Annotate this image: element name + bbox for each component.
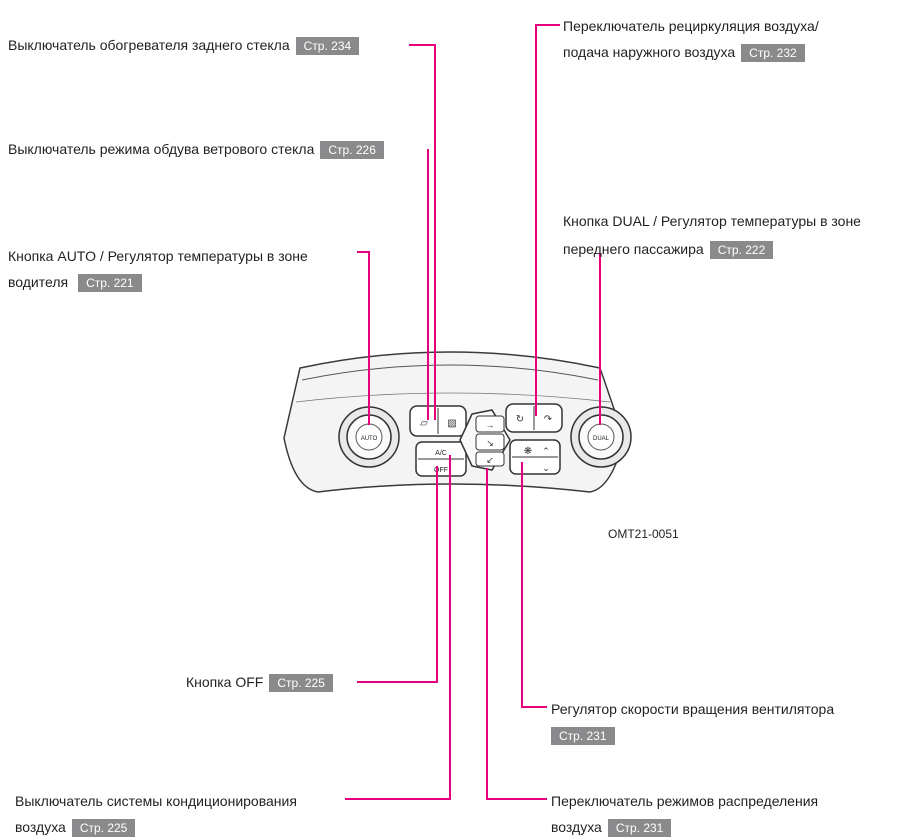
defrost-button-pair: ▱ ▧ — [409, 405, 467, 437]
leader-air-distribution — [486, 468, 547, 800]
callout-off-button-text: Кнопка OFF — [186, 674, 264, 690]
callout-recirculation-line1: Переключатель рециркуляция воздуха/ — [563, 18, 819, 34]
svg-text:↙: ↙ — [486, 455, 494, 465]
svg-text:AUTO: AUTO — [361, 436, 378, 442]
callout-auto-driver-line2: водителя — [8, 274, 69, 290]
leader-recirculation — [535, 24, 560, 416]
page-ref-badge[interactable]: Стр. 231 — [607, 819, 672, 838]
callout-windshield: Выключатель режима обдува ветрового стек… — [8, 139, 384, 160]
page-ref-badge[interactable]: Стр. 226 — [320, 141, 384, 160]
callout-air-distribution-line2: воздуха — [551, 819, 602, 835]
callout-rear-defrost-text: Выключатель обогревателя заднего стекла — [8, 37, 290, 53]
callout-ac-system-line1: Выключатель системы кондиционирования — [15, 793, 297, 809]
svg-text:▧: ▧ — [447, 418, 456, 429]
ac-off-button-pair: A/C OFF — [415, 441, 467, 477]
page-ref-badge[interactable]: Стр. 225 — [71, 819, 136, 838]
callout-ac-system-line2: воздуха — [15, 819, 66, 835]
page-ref-badge[interactable]: Стр. 232 — [741, 44, 805, 63]
callout-air-distribution: Переключатель режимов распределения возд… — [551, 788, 818, 840]
callout-dual-passenger-line1: Кнопка DUAL / Регулятор температуры в зо… — [563, 213, 861, 229]
leader-ac — [345, 455, 451, 800]
svg-text:DUAL: DUAL — [593, 436, 610, 442]
svg-text:⌃: ⌃ — [542, 446, 550, 456]
recirculation-button-pair: ↻ ↷ — [505, 403, 563, 433]
leader-off — [357, 466, 438, 683]
svg-text:→: → — [486, 420, 495, 430]
callout-fan-speed-text: Регулятор скорости вращения вентилятора — [551, 701, 835, 717]
callout-auto-driver: Кнопка AUTO / Регулятор температуры в зо… — [8, 243, 308, 295]
svg-text:↻: ↻ — [516, 414, 524, 425]
callout-recirculation-line2: подача наружного воздуха — [563, 44, 736, 60]
callout-windshield-text: Выключатель режима обдува ветрового стек… — [8, 141, 315, 157]
leader-auto — [357, 251, 370, 425]
page-ref-badge[interactable]: Стр. 225 — [269, 674, 333, 693]
callout-dual-passenger-line2: переднего пассажира — [563, 241, 704, 257]
leader-fan — [521, 462, 547, 708]
callout-off-button: Кнопка OFF Стр. 225 — [186, 672, 333, 693]
leader-rear-defrost — [409, 44, 436, 420]
air-distribution-cluster: → ↘ ↙ — [459, 409, 511, 471]
fan-button-pair: ❋ ⌃ ⌄ — [509, 439, 561, 475]
page-ref-badge[interactable]: Стр. 231 — [551, 727, 615, 746]
page-ref-badge[interactable]: Стр. 222 — [709, 241, 774, 260]
figure-code: OMT21-0051 — [608, 527, 679, 541]
callout-dual-passenger: Кнопка DUAL / Регулятор температуры в зо… — [563, 207, 861, 263]
dual-knob: DUAL — [570, 406, 632, 468]
svg-text:❋: ❋ — [524, 446, 532, 457]
page-ref-badge[interactable]: Стр. 221 — [78, 274, 142, 293]
page-ref-badge[interactable]: Стр. 234 — [295, 37, 360, 56]
callout-recirculation: Переключатель рециркуляция воздуха/ пода… — [563, 13, 819, 65]
callout-fan-speed: Регулятор скорости вращения вентилятора … — [551, 696, 834, 748]
svg-text:▱: ▱ — [420, 418, 428, 429]
callout-ac-system: Выключатель системы кондиционирования во… — [15, 788, 297, 840]
svg-text:OFF: OFF — [434, 467, 448, 474]
svg-text:A/C: A/C — [435, 450, 447, 457]
callout-rear-defrost: Выключатель обогревателя заднего стекла С… — [8, 35, 360, 56]
auto-knob: AUTO — [338, 406, 400, 468]
climate-control-panel: AUTO DUAL ▱ ▧ ↻ ↷ A/C OFF — [283, 351, 632, 493]
callout-auto-driver-line1: Кнопка AUTO / Регулятор температуры в зо… — [8, 248, 308, 264]
svg-text:↷: ↷ — [544, 414, 553, 425]
callout-air-distribution-line1: Переключатель режимов распределения — [551, 793, 819, 809]
svg-text:↘: ↘ — [486, 438, 494, 448]
svg-text:⌄: ⌄ — [542, 463, 550, 473]
